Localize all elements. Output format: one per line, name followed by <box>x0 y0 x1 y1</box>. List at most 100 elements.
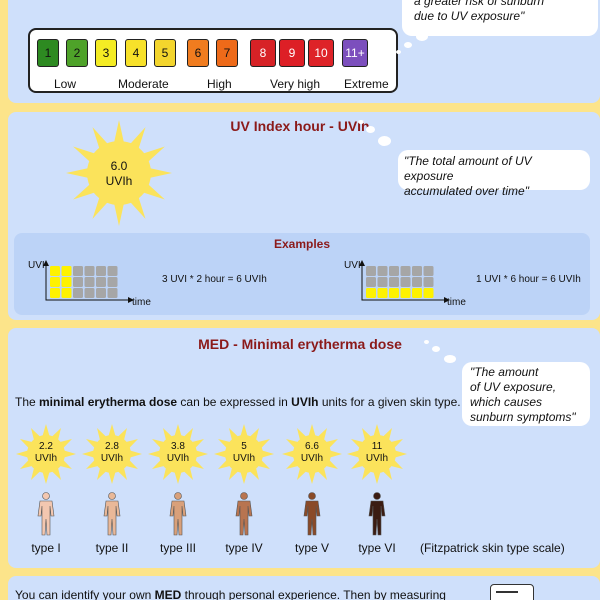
med-unit: UVIh <box>34 453 58 464</box>
bubble-dot <box>378 136 391 146</box>
bubble-dot <box>432 346 440 352</box>
small-sun-icon <box>82 424 142 484</box>
med-value: 5 <box>241 441 247 452</box>
uv-chip-6: 6 <box>187 39 209 67</box>
bottom-part: You can identify your own <box>15 588 155 600</box>
person-figure-icon <box>169 492 187 536</box>
risk-quote-bubble: a greater risk of sunburn due to UV expo… <box>402 0 598 36</box>
person-figure-icon <box>368 492 386 536</box>
med-heading: MED - Minimal erytherma dose <box>198 336 402 352</box>
fitzpatrick-note: (Fitzpatrick skin type scale) <box>420 541 565 555</box>
grid-cell <box>50 277 60 287</box>
person-figure-icon <box>37 492 55 536</box>
sun-icon <box>66 120 172 226</box>
grid-cell <box>96 277 106 287</box>
grid-cell <box>389 266 399 276</box>
small-sun-icon <box>214 424 274 484</box>
uv-chip-10: 10 <box>308 39 334 67</box>
uvih-sun-label: 6.0 UVIh <box>89 159 149 189</box>
skin-type-label: type II <box>95 541 129 555</box>
med-quote-line1: "The amount <box>470 365 539 379</box>
small-sun-icon <box>148 424 208 484</box>
skin-type-label: type V <box>294 541 330 555</box>
grid-cell <box>73 288 83 298</box>
uv-chip-2: 2 <box>66 39 88 67</box>
level-extreme: Extreme <box>344 77 389 91</box>
med-value: 2.2 <box>39 441 53 452</box>
grid-cell <box>389 288 399 298</box>
grid-cell <box>377 288 388 298</box>
med-description: The minimal erytherma dose can be expres… <box>15 395 461 409</box>
grid-cell <box>423 277 434 287</box>
grid-cell <box>50 288 60 298</box>
grid-cell <box>50 266 60 276</box>
risk-quote-line1: a greater risk of sunburn <box>414 0 545 8</box>
level-moderate: Moderate <box>118 77 169 91</box>
grid-cell <box>73 266 83 276</box>
uvih-sun-unit: UVIh <box>105 174 133 188</box>
med-value: 11 <box>371 441 383 452</box>
grid-cell <box>73 277 83 287</box>
skin-type-label: type VI <box>358 541 396 555</box>
level-low: Low <box>54 77 77 91</box>
left-axis-x-label: time <box>132 297 151 308</box>
uvih-quote-bubble: "The total amount of UV exposure accumul… <box>398 150 590 198</box>
bottom-part: through personal experience. Then by mea… <box>181 588 446 600</box>
bubble-dot <box>358 120 364 124</box>
grid-cell <box>412 266 422 276</box>
person-figure-icon <box>235 492 253 536</box>
uv-chip-1: 1 <box>37 39 59 67</box>
uvih-sun-value: 6.0 <box>110 159 128 173</box>
uvih-quote-line1: "The total amount of UV exposure <box>404 154 532 183</box>
grid-cell <box>412 288 422 298</box>
med-unit: UVIh <box>365 453 389 464</box>
person-figure-icon <box>303 492 321 536</box>
grid-cell <box>84 288 95 298</box>
uv-chip-8: 8 <box>250 39 276 67</box>
grid-cell <box>84 277 95 287</box>
uv-chip-7: 7 <box>216 39 238 67</box>
examples-heading: Examples <box>273 237 331 251</box>
right-uv-grid <box>359 260 450 303</box>
uv-chip-11plus: 11+ <box>342 39 368 67</box>
grid-cell <box>400 266 411 276</box>
grid-cell <box>84 266 95 276</box>
grid-cell <box>61 277 72 287</box>
med-quote-bubble: "The amount of UV exposure, which causes… <box>462 362 590 426</box>
uv-chip-3: 3 <box>95 39 117 67</box>
bubble-dot <box>404 42 412 48</box>
med-value: 2.8 <box>105 441 119 452</box>
grid-cell <box>377 266 388 276</box>
skin-type-label: type I <box>31 541 61 555</box>
uv-chip-4: 4 <box>125 39 147 67</box>
grid-cell <box>423 288 434 298</box>
grid-cell <box>96 266 106 276</box>
med-unit: UVIh <box>300 453 324 464</box>
grid-cell <box>96 288 106 298</box>
grid-cell <box>366 277 376 287</box>
bottom-text: You can identify your own MED through pe… <box>15 588 446 600</box>
med-value: 3.8 <box>171 441 185 452</box>
med-value: 6.6 <box>305 441 319 452</box>
grid-cell <box>366 266 376 276</box>
bubble-dot <box>416 32 428 41</box>
bubble-dot <box>444 355 456 363</box>
desc-part: can be expressed in <box>177 395 292 409</box>
left-axis-y-label: UVI <box>28 260 45 271</box>
med-unit: UVIh <box>100 453 124 464</box>
uv-chip-9: 9 <box>279 39 305 67</box>
skin-type-label: type IV <box>225 541 263 555</box>
med-unit: UVIh <box>232 453 256 464</box>
bubble-dot <box>366 126 375 133</box>
bubble-dot <box>424 340 429 344</box>
desc-part: The <box>15 395 40 409</box>
grid-cell <box>61 288 72 298</box>
level-very-high: Very high <box>270 77 321 91</box>
grid-cell <box>400 288 411 298</box>
grid-cell <box>412 277 422 287</box>
grid-cell <box>61 266 72 276</box>
